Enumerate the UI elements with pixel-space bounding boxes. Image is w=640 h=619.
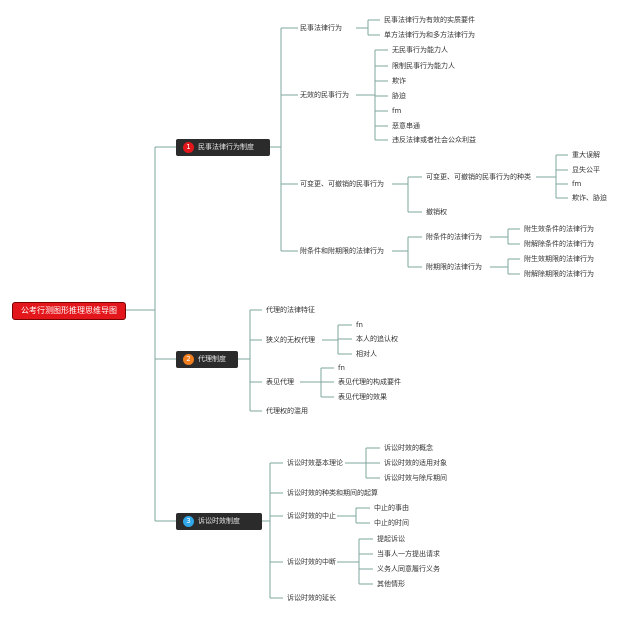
node-time-limited[interactable]: 附期限的法律行为 (426, 263, 482, 271)
leaf[interactable]: 欺诈 (392, 77, 406, 85)
node-conditional[interactable]: 附条件的法律行为 (426, 233, 482, 241)
node-invalid-civil-act[interactable]: 无效的民事行为 (300, 91, 349, 99)
leaf[interactable]: 本人的追认权 (356, 335, 398, 343)
branch-civil-legal-act[interactable]: 1 民事法律行为制度 (176, 139, 270, 156)
leaf[interactable]: 违反法律或者社会公众利益 (392, 136, 476, 144)
leaf[interactable]: 无民事行为能力人 (392, 46, 448, 54)
node-limitation-theory[interactable]: 诉讼时效基本理论 (287, 459, 343, 467)
leaf[interactable]: fm (392, 107, 402, 115)
leaf[interactable]: 恶意串通 (392, 122, 420, 130)
badge-2: 2 (183, 354, 194, 365)
leaf[interactable]: 附解除期限的法律行为 (524, 270, 594, 278)
leaf[interactable]: 单方法律行为和多方法律行为 (384, 31, 475, 39)
leaf[interactable]: fm (572, 180, 582, 188)
branch-label: 诉讼时效制度 (198, 517, 240, 525)
badge-3: 3 (183, 516, 194, 527)
leaf[interactable]: fn (338, 364, 345, 372)
leaf[interactable]: 中止的时间 (374, 519, 409, 527)
branch-agency[interactable]: 2 代理制度 (176, 351, 238, 368)
node-unauthorized-agency[interactable]: 狭义的无权代理 (266, 336, 315, 344)
leaf[interactable]: 重大误解 (572, 151, 600, 159)
leaf[interactable]: 表见代理的效果 (338, 393, 387, 401)
node-limitation-interruption[interactable]: 诉讼时效的中断 (287, 558, 336, 566)
branch-limitation[interactable]: 3 诉讼时效制度 (176, 513, 262, 530)
leaf[interactable]: 附解除条件的法律行为 (524, 240, 594, 248)
node-limitation-extension[interactable]: 诉讼时效的延长 (287, 594, 336, 602)
leaf[interactable]: 中止的事由 (374, 504, 409, 512)
leaf[interactable]: 诉讼时效与除斥期间 (384, 474, 447, 482)
branch-label: 代理制度 (198, 355, 226, 363)
node-agency-features[interactable]: 代理的法律特征 (266, 306, 315, 314)
node-limitation-types[interactable]: 诉讼时效的种类和期间的起算 (287, 489, 378, 497)
leaf[interactable]: 诉讼时效的适用对象 (384, 459, 447, 467)
leaf[interactable]: 附生效条件的法律行为 (524, 225, 594, 233)
leaf[interactable]: 欺诈、胁迫 (572, 194, 607, 202)
leaf[interactable]: 当事人一方提出请求 (377, 550, 440, 558)
node-conditional-act[interactable]: 附条件和附期限的法律行为 (300, 247, 384, 255)
leaf[interactable]: 义务人同意履行义务 (377, 565, 440, 573)
leaf[interactable]: 诉讼时效的概念 (384, 444, 433, 452)
node-limitation-suspension[interactable]: 诉讼时效的中止 (287, 512, 336, 520)
root-node[interactable]: 公考行测图形推理思维导图 (12, 302, 126, 320)
leaf[interactable]: 其他情形 (377, 580, 405, 588)
node-civil-legal-act[interactable]: 民事法律行为 (300, 24, 342, 32)
leaf[interactable]: 附生效期限的法律行为 (524, 255, 594, 263)
branch-label: 民事法律行为制度 (198, 143, 254, 151)
node-agency-abuse[interactable]: 代理权的滥用 (266, 407, 308, 415)
badge-1: 1 (183, 142, 194, 153)
leaf[interactable]: 表见代理的构成要件 (338, 378, 401, 386)
leaf[interactable]: 提起诉讼 (377, 535, 405, 543)
leaf[interactable]: fn (356, 321, 363, 329)
node-revocation-right[interactable]: 撤销权 (426, 208, 447, 216)
leaf[interactable]: 相对人 (356, 350, 377, 358)
leaf[interactable]: 限制民事行为能力人 (392, 62, 455, 70)
node-voidable-types[interactable]: 可变更、可撤销的民事行为的种类 (426, 173, 531, 181)
leaf[interactable]: 胁迫 (392, 92, 406, 100)
leaf[interactable]: 民事法律行为有效的实质要件 (384, 16, 475, 24)
node-apparent-agency[interactable]: 表见代理 (266, 378, 294, 386)
leaf[interactable]: 显失公平 (572, 166, 600, 174)
node-voidable-act[interactable]: 可变更、可撤销的民事行为 (300, 180, 384, 188)
